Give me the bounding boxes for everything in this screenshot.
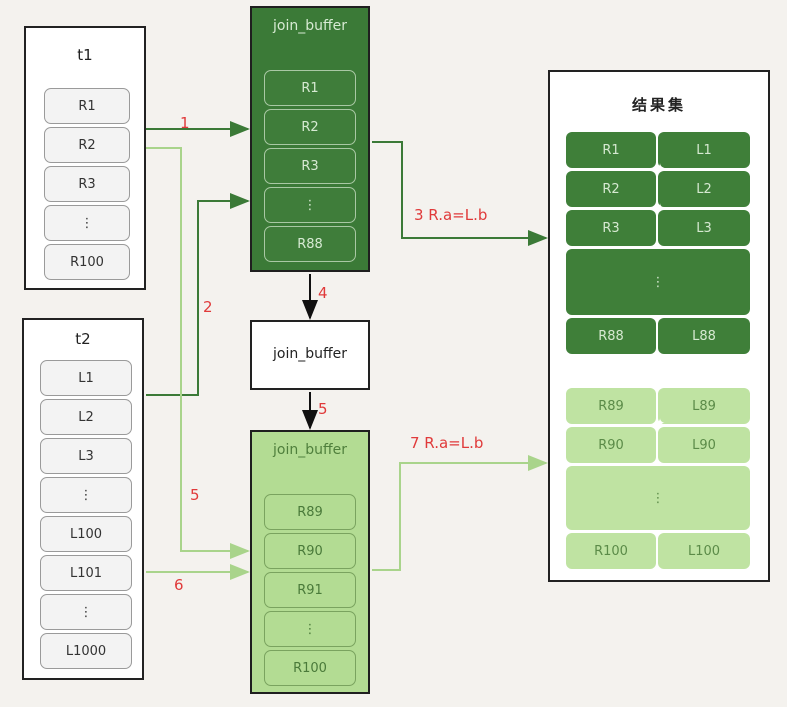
result-cell: R1 — [566, 132, 656, 168]
join-buffer-row: R88 — [264, 226, 356, 262]
step-label-4: 4 — [318, 284, 328, 302]
step-label-6: 6 — [174, 576, 184, 594]
table-t2: t2 L1 L2 L3 ⋮ L100 L101 ⋮ L1000 — [22, 318, 144, 680]
result-cell: L1 — [658, 132, 750, 168]
sparkle-icon: ✦ — [655, 416, 665, 430]
step-label-5-alt: 5 — [190, 486, 200, 504]
result-cell: ⋮ — [566, 249, 750, 315]
result-cell: L2 — [658, 171, 750, 207]
t2-row: ⋮ — [40, 594, 132, 630]
t2-row: L100 — [40, 516, 132, 552]
result-cell: ⋮ — [566, 466, 750, 530]
t2-row: L101 — [40, 555, 132, 591]
step-label-7: 7 R.a=L.b — [410, 434, 484, 452]
result-cell: R2 — [566, 171, 656, 207]
join-buffer-first-title: join_buffer — [273, 18, 347, 34]
sparkle-icon: ✦ — [655, 201, 665, 215]
join-buffer-row: R100 — [264, 650, 356, 686]
arrow-step-3 — [372, 141, 548, 246]
t1-row: R2 — [44, 127, 130, 163]
arrow-step-5-light — [146, 147, 250, 559]
result-cell: R89 — [566, 388, 656, 424]
join-buffer-second: join_buffer R89 R90 R91 ⋮ R100 — [250, 430, 370, 694]
join-buffer-row: R90 — [264, 533, 356, 569]
step-label-1: 1 — [180, 114, 190, 132]
t1-row: R3 — [44, 166, 130, 202]
join-buffer-row: R89 — [264, 494, 356, 530]
join-buffer-second-title: join_buffer — [273, 442, 347, 458]
result-cell: R3 — [566, 210, 656, 246]
t1-row: R1 — [44, 88, 130, 124]
t1-row: R100 — [44, 244, 130, 280]
join-buffer-row: R91 — [264, 572, 356, 608]
t1-row: ⋮ — [44, 205, 130, 241]
step-label-2: 2 — [203, 298, 213, 316]
join-buffer-row: R3 — [264, 148, 356, 184]
t2-row: L3 — [40, 438, 132, 474]
result-cell: L3 — [658, 210, 750, 246]
result-cell: R88 — [566, 318, 656, 354]
table-t2-title: t2 — [75, 330, 91, 348]
result-set-title: 结果集 — [631, 96, 686, 114]
table-t1: t1 R1 R2 R3 ⋮ R100 — [24, 26, 146, 290]
join-buffer-row: R1 — [264, 70, 356, 106]
result-cell: L89 — [658, 388, 750, 424]
join-buffer-row: ⋮ — [264, 611, 356, 647]
result-cell: L100 — [658, 533, 750, 569]
t2-row: L1000 — [40, 633, 132, 669]
join-buffer-first: join_buffer R1 R2 R3 ⋮ R88 — [250, 6, 370, 272]
join-buffer-cleared-title: join_buffer — [273, 346, 347, 362]
join-buffer-cleared: join_buffer — [250, 320, 370, 390]
t2-row: ⋮ — [40, 477, 132, 513]
arrow-step-2 — [146, 193, 250, 396]
result-cell: R100 — [566, 533, 656, 569]
join-buffer-row: ⋮ — [264, 187, 356, 223]
result-set: 结果集 R1 L1 R2 L2 R3 L3 ⋮ R88 L88 R89 L89 … — [548, 70, 770, 582]
table-t1-title: t1 — [77, 46, 93, 64]
step-label-5: 5 — [318, 400, 328, 418]
sparkle-icon: ✦ — [655, 161, 665, 175]
arrow-step-7 — [372, 455, 548, 571]
join-buffer-row: R2 — [264, 109, 356, 145]
result-cell: L88 — [658, 318, 750, 354]
step-label-3: 3 R.a=L.b — [414, 206, 488, 224]
result-cell: L90 — [658, 427, 750, 463]
t2-row: L1 — [40, 360, 132, 396]
t2-row: L2 — [40, 399, 132, 435]
result-cell: R90 — [566, 427, 656, 463]
